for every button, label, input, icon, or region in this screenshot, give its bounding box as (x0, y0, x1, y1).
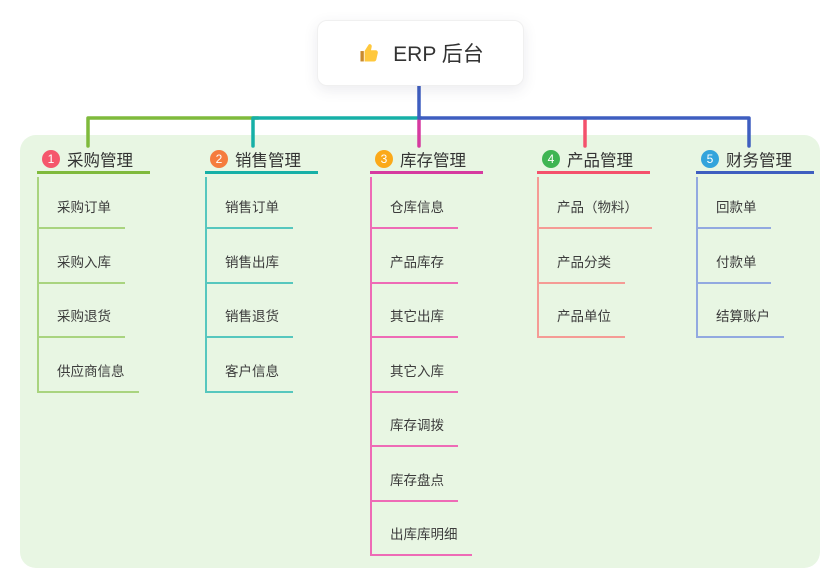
leaf-node[interactable]: 客户信息 (205, 363, 293, 393)
branch-title: 销售管理 (235, 151, 301, 170)
leaf-node[interactable]: 销售订单 (205, 199, 293, 229)
leaf-node[interactable]: 产品（物料） (537, 199, 652, 229)
leaf-node[interactable]: 出库库明细 (370, 526, 472, 556)
leaf-node[interactable]: 采购退货 (37, 308, 125, 338)
leaf-node[interactable]: 库存调拨 (370, 417, 458, 447)
leaf-node[interactable]: 结算账户 (696, 308, 784, 338)
branch-title: 库存管理 (400, 151, 466, 170)
branch-number-badge: 3 (375, 149, 393, 168)
leaf-node[interactable]: 产品库存 (370, 254, 458, 284)
leaf-node[interactable]: 产品单位 (537, 308, 625, 338)
branch-children-line (370, 177, 372, 556)
branch-node-sales[interactable]: 2 销售管理 (205, 146, 318, 174)
branch-node-product[interactable]: 4 产品管理 (537, 146, 650, 174)
branch-title: 采购管理 (67, 151, 133, 170)
leaf-node[interactable]: 付款单 (696, 254, 771, 284)
leaf-node[interactable]: 采购入库 (37, 254, 125, 284)
branch-number-badge: 4 (542, 149, 560, 168)
leaf-node[interactable]: 其它入库 (370, 363, 458, 393)
branch-node-inventory[interactable]: 3 库存管理 (370, 146, 483, 174)
branch-node-finance[interactable]: 5 财务管理 (696, 146, 814, 174)
thumbs-up-icon (357, 40, 383, 66)
branch-number-badge: 2 (210, 149, 228, 168)
branch-title: 产品管理 (567, 151, 633, 170)
leaf-node[interactable]: 采购订单 (37, 199, 125, 229)
branch-number-badge: 5 (701, 149, 719, 168)
leaf-node[interactable]: 产品分类 (537, 254, 625, 284)
leaf-node[interactable]: 供应商信息 (37, 363, 139, 393)
leaf-node[interactable]: 销售出库 (205, 254, 293, 284)
branch-children-line (205, 177, 207, 393)
leaf-node[interactable]: 销售退货 (205, 308, 293, 338)
branch-children-line (537, 177, 539, 338)
root-node[interactable]: ERP 后台 (317, 20, 524, 86)
leaf-node[interactable]: 库存盘点 (370, 472, 458, 502)
branch-number-badge: 1 (42, 149, 60, 168)
branch-children-line (696, 177, 698, 338)
branch-node-purchase[interactable]: 1 采购管理 (37, 146, 150, 174)
leaf-node[interactable]: 其它出库 (370, 308, 458, 338)
leaf-node[interactable]: 回款单 (696, 199, 771, 229)
root-label: ERP 后台 (393, 43, 484, 66)
leaf-node[interactable]: 仓库信息 (370, 199, 458, 229)
branches-panel (20, 135, 820, 568)
branch-title: 财务管理 (726, 151, 792, 170)
branch-children-line (37, 177, 39, 393)
